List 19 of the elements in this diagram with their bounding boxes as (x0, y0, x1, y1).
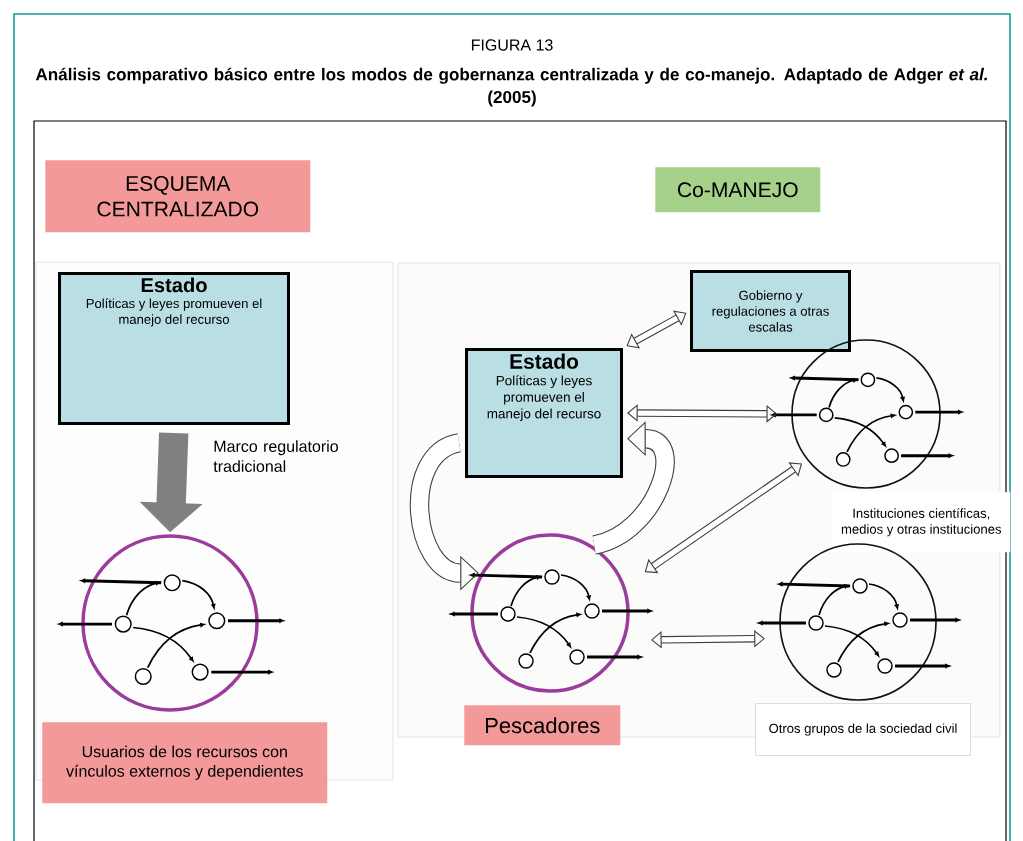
heading-box: Co-MANEJO (655, 167, 821, 213)
group-circle (470, 533, 630, 693)
group-circle (791, 339, 941, 489)
text-box: Otros grupos de la sociedad civil (755, 703, 971, 756)
heading-box: ESQUEMA CENTRALIZADO (45, 160, 311, 233)
figure-number: FIGURA 13 (472, 39, 553, 51)
figure-title: Análisis comparativo básico entre los modos de gobernanza centralizada y de co-manejo. Adaptado de Adger et al. (2005) (35, 67, 988, 107)
label-box: Pescadores (464, 705, 621, 746)
arrow (626, 310, 687, 349)
group-circle (81, 534, 259, 712)
arrow (591, 421, 675, 555)
process-box: Estado Políticas y leyes promueven el manejo del recurso (465, 348, 623, 478)
text-box: Instituciones científicas, medios y otras instituciones (832, 492, 1011, 553)
process-box: Estado Políticas y leyes promueven el manejo del recurso (58, 272, 290, 425)
edge-label: Marco regulatorio tradicional (213, 440, 338, 472)
label-box: Usuarios de los recursos con vínculos externos y dependientes (42, 722, 328, 804)
group-circle (779, 543, 937, 701)
process-box: Gobierno y regulaciones a otras escalas (690, 270, 851, 352)
node-label: Instituciones científicas, medios y otras instituciones (841, 508, 1002, 537)
